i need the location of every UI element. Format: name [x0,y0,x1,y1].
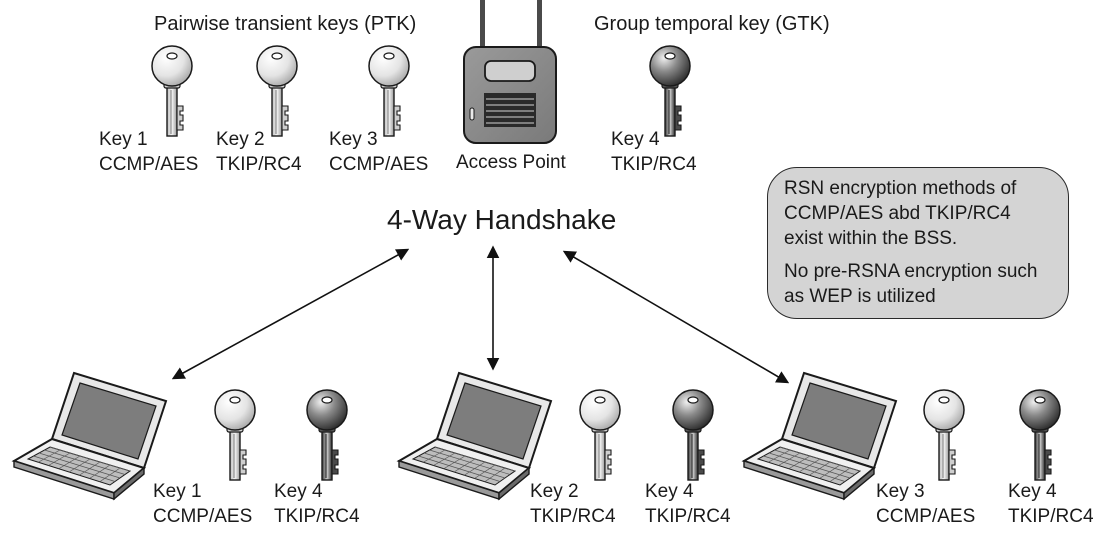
key-cipher: TKIP/RC4 [1008,506,1094,527]
light-key-icon [256,45,298,137]
ptk-header: Pairwise transient keys (PTK) [154,13,417,35]
key-cipher: TKIP/RC4 [645,506,731,527]
ap-key-label: Key 1 CCMP/AES [99,127,198,177]
handshake-title: 4-Way Handshake [387,204,617,235]
client-key-label: Key 1 CCMP/AES [153,479,252,529]
ap-key-label: Key 2 TKIP/RC4 [216,127,302,177]
dark-key-icon [649,45,691,137]
laptop-icon [741,371,898,501]
key-name: Key 4 [611,129,660,150]
client-key-label: Key 4 TKIP/RC4 [645,479,731,529]
key-name: Key 2 [530,481,579,502]
laptop-icon [11,371,168,501]
client-key-label: Key 2 TKIP/RC4 [530,479,616,529]
client-key-label: Key 3 CCMP/AES [876,479,975,529]
arrow-to-client-3 [562,250,790,384]
rsn-note-box: RSN encryption methods of CCMP/AES abd T… [767,167,1069,319]
key-cipher: CCMP/AES [329,154,429,175]
dark-key-icon [306,389,348,481]
rsn-note-line-1: RSN encryption methods of CCMP/AES abd T… [784,178,1017,249]
light-key-icon [368,45,410,137]
client-key-label: Key 4 TKIP/RC4 [274,479,360,529]
key-cipher: TKIP/RC4 [274,506,360,527]
ap-key-label: Key 3 CCMP/AES [329,127,428,177]
key-name: Key 1 [99,129,148,150]
key-cipher: CCMP/AES [99,154,199,175]
access-point-icon [463,0,557,144]
handshake-arrows [171,245,790,384]
key-cipher: TKIP/RC4 [611,154,697,175]
key-cipher: CCMP/AES [876,506,976,527]
key-name: Key 3 [329,129,378,150]
key-cipher: TKIP/RC4 [530,506,616,527]
light-key-icon [579,389,621,481]
arrow-to-client-1 [171,248,410,380]
ap-key-label: Key 4 TKIP/RC4 [611,127,697,177]
rsn-note-line-2: No pre-RSNA encryption such as WEP is ut… [784,261,1038,307]
light-key-icon [214,389,256,481]
laptop-icon [396,371,553,501]
gtk-header: Group temporal key (GTK) [594,13,830,35]
key-name: Key 3 [876,481,925,502]
key-name: Key 4 [645,481,694,502]
key-name: Key 1 [153,481,202,502]
light-key-icon [923,389,965,481]
dark-key-icon [672,389,714,481]
key-name: Key 2 [216,129,265,150]
light-key-icon [151,45,193,137]
key-name: Key 4 [274,481,323,502]
dark-key-icon [1019,389,1061,481]
key-cipher: TKIP/RC4 [216,154,302,175]
access-point-label: Access Point [456,152,566,173]
key-name: Key 4 [1008,481,1057,502]
client-key-label: Key 4 TKIP/RC4 [1008,479,1094,529]
key-cipher: CCMP/AES [153,506,253,527]
